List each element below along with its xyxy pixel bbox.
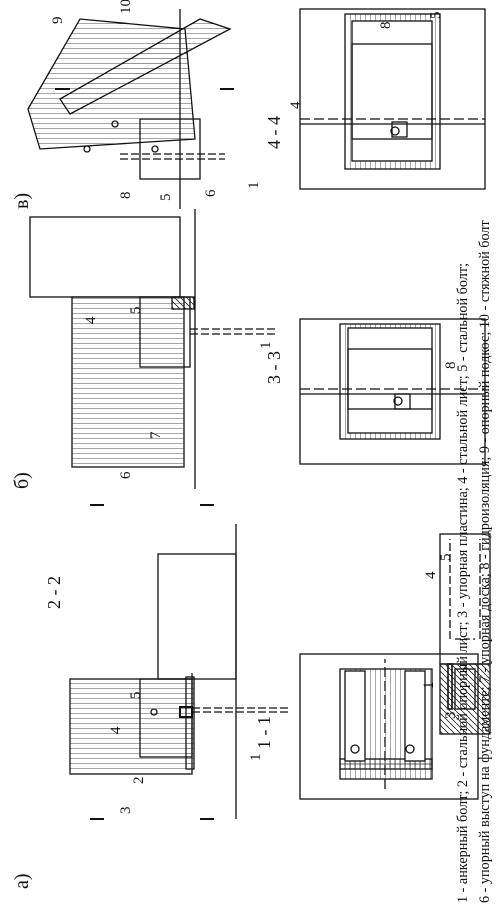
callout-numbers: 1 2 3 4 5 1 3 4 5 1 6 7 4 5 8 1 9 10 8 5 6 4 8 5 (50, 0, 459, 814)
strut-9 (59, 18, 232, 115)
part-b-elevation (29, 209, 275, 489)
callout-6: 6 (203, 189, 219, 197)
foundation-b (29, 216, 181, 298)
callout-5: 5 (128, 307, 144, 315)
callout-8: 8 (443, 362, 459, 370)
part-a-plan-1-1 (299, 653, 479, 800)
callout-8: 8 (118, 192, 134, 200)
callout-2: 2 (131, 777, 147, 785)
callout-5: 5 (128, 692, 144, 700)
callout-1: 1 (258, 342, 274, 350)
callout-3: 3 (443, 712, 459, 720)
plan-base-c (299, 8, 486, 190)
callout-5: 5 (438, 554, 454, 562)
callout-3: 3 (118, 807, 134, 815)
section-label-3-3: 3 - 3 (264, 351, 284, 384)
legend-line-1: 1 - анкерный болт; 2 - стальной опорный … (455, 262, 471, 903)
plan-base-b (299, 318, 486, 465)
callout-5: 5 (158, 194, 174, 202)
callout-8: 8 (378, 22, 394, 30)
callout-1: 1 (246, 182, 262, 190)
section-label-2-2: 2 - 2 (44, 576, 64, 609)
section-label-1-1: 1 - 1 (254, 716, 274, 749)
callout-1: 1 (248, 754, 264, 762)
part-label-b: б) (11, 472, 33, 489)
part-c-plan-4-4 (299, 8, 486, 190)
callout-4: 4 (288, 101, 304, 109)
foundation-a (157, 553, 237, 680)
callout-10: 10 (118, 0, 134, 14)
callout-5: 5 (428, 12, 444, 20)
section-label-4-4: 4 - 4 (264, 116, 284, 149)
part-b-plan-3-3 (299, 318, 486, 465)
callout-1: 1 (421, 682, 437, 690)
callout-4: 4 (423, 571, 439, 579)
foundation-c (139, 118, 201, 180)
part-label-c: в) (11, 193, 33, 209)
callout-4: 4 (83, 316, 99, 324)
callout-4: 4 (108, 726, 124, 734)
plan-base-a (299, 653, 479, 800)
cut-markers (55, 88, 234, 820)
legend-line-2: 6 - упорный выступ на фундаменте; 7 - уп… (477, 220, 493, 903)
callout-7: 7 (148, 431, 164, 439)
callout-9: 9 (50, 17, 66, 25)
part-a-elevation (69, 524, 290, 819)
part-c-elevation (27, 9, 232, 209)
callout-6: 6 (118, 471, 134, 479)
part-label-a: а) (11, 873, 33, 889)
